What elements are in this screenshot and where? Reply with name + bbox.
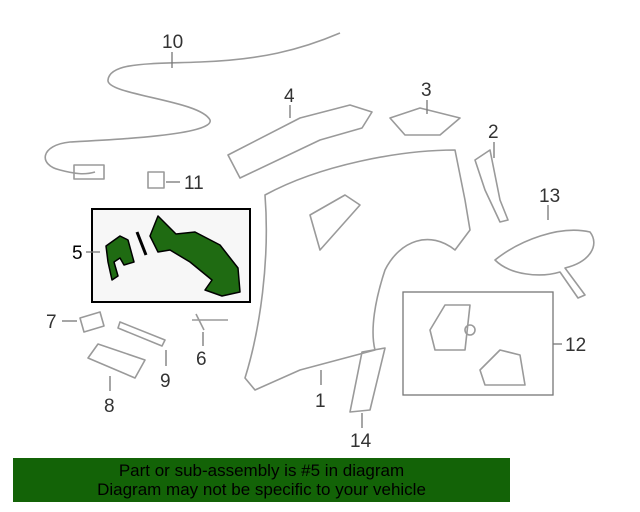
part-8-vent[interactable] <box>87 343 146 379</box>
part-3-bracket[interactable] <box>389 107 461 136</box>
part-10-release-cable[interactable] <box>44 32 341 180</box>
part-13-liner[interactable] <box>494 229 595 299</box>
callout-10: 10 <box>162 32 183 53</box>
callout-14: 14 <box>350 431 372 452</box>
banner-line-1: Part or sub-assembly is #5 in diagram <box>118 461 405 480</box>
part-14-trim[interactable] <box>349 347 386 413</box>
callout-1: 1 <box>315 391 326 412</box>
callout-12: 12 <box>565 335 586 356</box>
callout-4: 4 <box>284 86 295 107</box>
callout-11: 11 <box>184 173 204 194</box>
callout-13: 13 <box>539 186 560 207</box>
part-9-strip[interactable] <box>117 321 166 347</box>
callout-6: 6 <box>196 349 207 370</box>
callout-2: 2 <box>488 122 499 143</box>
part-11-clip[interactable] <box>147 171 165 189</box>
part-6-bolt[interactable] <box>192 313 228 331</box>
part-12-kit-box[interactable] <box>402 291 554 396</box>
callout-9: 9 <box>160 371 171 392</box>
part-4-rail[interactable] <box>227 104 373 179</box>
callout-3: 3 <box>421 80 432 101</box>
info-banner: Part or sub-assembly is #5 in diagram Di… <box>13 458 510 502</box>
part-7-clip[interactable] <box>79 311 105 333</box>
part-5-highlight-box[interactable] <box>91 208 251 303</box>
banner-line-2: Diagram may not be specific to your vehi… <box>97 480 426 499</box>
callout-5: 5 <box>72 243 83 264</box>
callout-8: 8 <box>104 396 115 417</box>
part-1-quarter-panel[interactable] <box>244 149 471 391</box>
callout-7: 7 <box>46 312 57 333</box>
part-2-brace[interactable] <box>474 149 509 223</box>
